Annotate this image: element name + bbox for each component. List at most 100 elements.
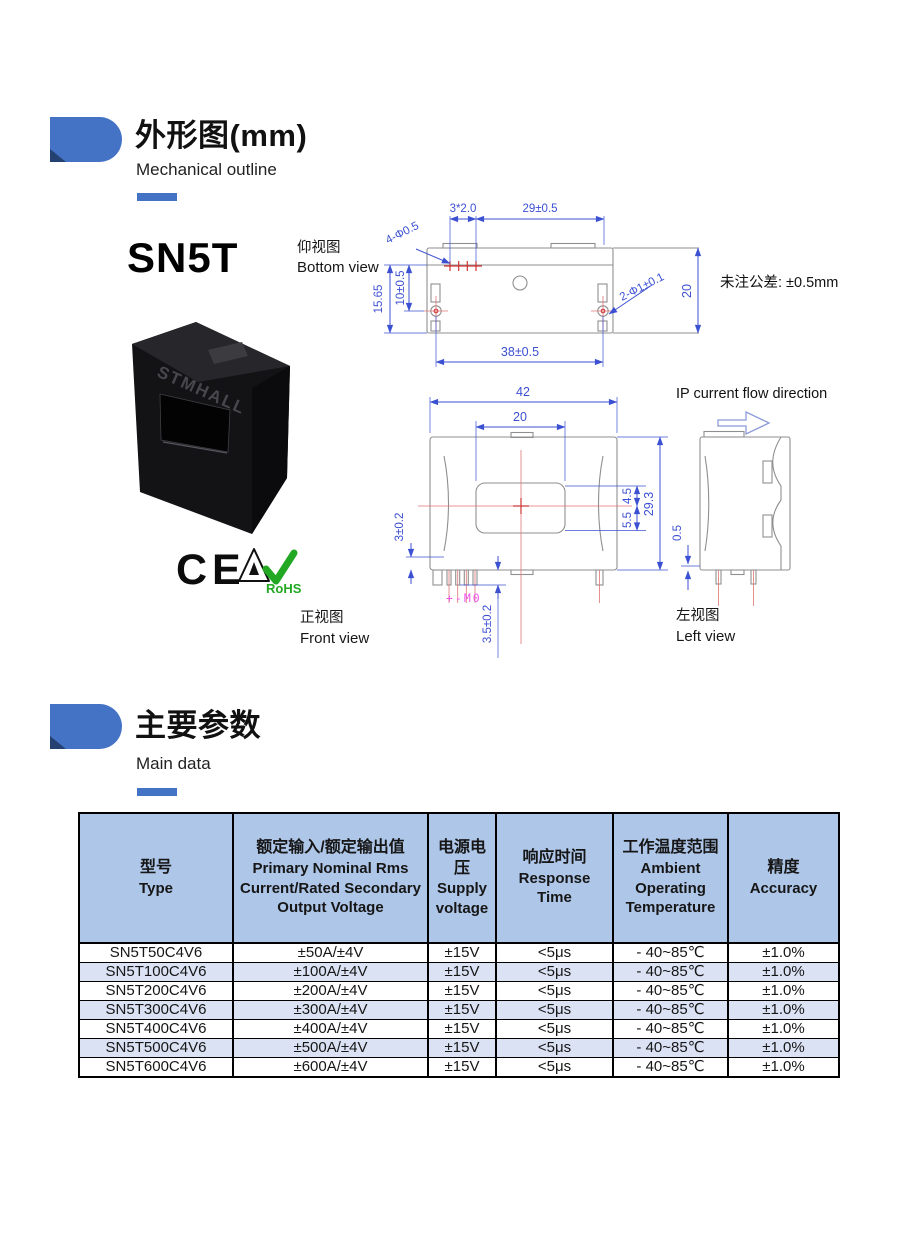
cell-temp: - 40~85℃ [612, 1038, 729, 1058]
cell-nominal: ±100A/±4V [232, 962, 429, 982]
cell-supply: ±15V [427, 1019, 497, 1039]
table-header-supply-voltage: 电源电压 Supply voltage [427, 812, 497, 944]
cell-accuracy: ±1.0% [727, 962, 840, 982]
section-subtitle-main-data: Main data [136, 754, 211, 773]
cell-nominal: ±50A/±4V [232, 942, 429, 963]
rohs-text: RoHS [266, 581, 302, 596]
left-view-label-cn: 左视图 [676, 607, 720, 624]
spec-table: 型号 Type 额定输入/额定输出值 Primary Nominal Rms C… [78, 812, 840, 1078]
dim-bv-depth: 20 [680, 284, 694, 298]
esd-triangle-icon [238, 548, 270, 582]
dim-lv-step: 0.5 [672, 525, 684, 541]
dim-bv-height: 15.65 [373, 285, 385, 314]
ce-mark: CE [176, 546, 246, 594]
table-row: SN5T600C4V6 ±600A/±4V ±15V <5μs - 40~85℃… [78, 1057, 840, 1078]
dim-fv-width: 42 [516, 385, 530, 399]
cell-nominal: ±500A/±4V [232, 1038, 429, 1058]
table-header-response-time: 响应时间 Response Time [495, 812, 614, 944]
cell-temp: - 40~85℃ [612, 1000, 729, 1020]
product-photo: STMHALL [132, 322, 290, 534]
bottom-view-label-en: Bottom view [297, 259, 379, 276]
table-row: SN5T400C4V6 ±400A/±4V ±15V <5μs - 40~85℃… [78, 1019, 840, 1039]
cell-supply: ±15V [427, 1057, 497, 1078]
dim-window-lower: 5.5 [622, 512, 634, 528]
table-header-temperature: 工作温度范围 Ambient Operating Temperature [612, 812, 729, 944]
dim-pin-dia: 4-Φ0.5 [384, 220, 421, 247]
cell-response: <5μs [495, 1019, 614, 1039]
section-accent-shape [50, 117, 122, 162]
left-view-drawing: IP current flow direction 0.5 左视图 Left v… [672, 386, 827, 645]
cell-type: SN5T300C4V6 [78, 1000, 234, 1020]
cell-supply: ±15V [427, 981, 497, 1001]
cell-temp: - 40~85℃ [612, 942, 729, 963]
accent-underline [137, 193, 177, 201]
cell-nominal: ±300A/±4V [232, 1000, 429, 1020]
table-row: SN5T50C4V6 ±50A/±4V ±15V <5μs - 40~85℃ ±… [78, 942, 840, 963]
cell-nominal: ±200A/±4V [232, 981, 429, 1001]
table-row: SN5T200C4V6 ±200A/±4V ±15V <5μs - 40~85℃… [78, 981, 840, 1001]
section-title-main-data: 主要参数 [135, 708, 261, 743]
cell-temp: - 40~85℃ [612, 1019, 729, 1039]
cell-accuracy: ±1.0% [727, 1000, 840, 1020]
photo-aperture-window [159, 393, 231, 453]
cell-supply: ±15V [427, 1038, 497, 1058]
cell-type: SN5T200C4V6 [78, 981, 234, 1001]
cell-nominal: ±400A/±4V [232, 1019, 429, 1039]
cell-accuracy: ±1.0% [727, 942, 840, 963]
dim-hole-offset: 10±0.5 [395, 270, 407, 305]
model-name: SN5T [127, 234, 239, 281]
tolerance-note: 未注公差: ±0.5mm [720, 274, 838, 291]
cell-accuracy: ±1.0% [727, 981, 840, 1001]
cell-temp: - 40~85℃ [612, 981, 729, 1001]
cell-supply: ±15V [427, 1000, 497, 1020]
table-row: SN5T100C4V6 ±100A/±4V ±15V <5μs - 40~85℃… [78, 962, 840, 982]
table-header-row: 型号 Type 额定输入/额定输出值 Primary Nominal Rms C… [78, 812, 840, 944]
front-view-drawing: +-M0 42 20 3±0.2 4.5 5.5 29.3 3.5±0.2 正视… [300, 385, 668, 658]
section-title-outline: 外形图(mm) [135, 118, 308, 153]
rohs-check-icon: RoHS [262, 549, 302, 596]
front-view-label-cn: 正视图 [300, 609, 344, 626]
dim-top-width: 29±0.5 [522, 203, 557, 215]
flow-direction-label: IP current flow direction [676, 386, 827, 402]
certification-marks: CE RoHS [176, 546, 302, 596]
bottom-view-label-cn: 仰视图 [297, 239, 341, 256]
dim-standoff: 3±0.2 [394, 513, 406, 542]
table-row: SN5T300C4V6 ±300A/±4V ±15V <5μs - 40~85℃… [78, 1000, 840, 1020]
cell-accuracy: ±1.0% [727, 1057, 840, 1078]
table-header-type: 型号 Type [78, 812, 234, 944]
cell-accuracy: ±1.0% [727, 1019, 840, 1039]
table-row: SN5T500C4V6 ±500A/±4V ±15V <5μs - 40~85℃… [78, 1038, 840, 1058]
cell-temp: - 40~85℃ [612, 1057, 729, 1078]
cell-type: SN5T600C4V6 [78, 1057, 234, 1078]
table-header-accuracy: 精度 Accuracy [727, 812, 840, 944]
photo-label-tab [208, 342, 248, 364]
pin-labels: +-M0 [446, 591, 482, 605]
accent-underline [137, 788, 177, 796]
cell-type: SN5T100C4V6 [78, 962, 234, 982]
cell-nominal: ±600A/±4V [232, 1057, 429, 1078]
table-header-nominal: 额定输入/额定输出值 Primary Nominal Rms Current/R… [232, 812, 429, 944]
cell-response: <5μs [495, 1038, 614, 1058]
cell-response: <5μs [495, 981, 614, 1001]
cell-supply: ±15V [427, 962, 497, 982]
cell-accuracy: ±1.0% [727, 1038, 840, 1058]
dim-window-upper: 4.5 [622, 488, 634, 504]
section-subtitle-outline: Mechanical outline [136, 160, 277, 179]
cell-temp: - 40~85℃ [612, 962, 729, 982]
cell-type: SN5T500C4V6 [78, 1038, 234, 1058]
dim-pin-length: 3.5±0.2 [482, 605, 494, 643]
dim-window-width: 20 [513, 410, 527, 424]
dim-fv-height: 29.3 [642, 492, 656, 516]
cell-type: SN5T400C4V6 [78, 1019, 234, 1039]
mechanical-outline-drawing: STMHALL CE RoHS 仰视图 Bottom view [132, 203, 838, 658]
cell-response: <5μs [495, 962, 614, 982]
front-view-label-en: Front view [300, 630, 369, 647]
cell-response: <5μs [495, 942, 614, 963]
cell-type: SN5T50C4V6 [78, 942, 234, 963]
flow-arrow-icon [717, 410, 771, 436]
cell-supply: ±15V [427, 942, 497, 963]
bottom-view-drawing: 仰视图 Bottom view 3*2.0 29±0. [297, 203, 838, 367]
cell-response: <5μs [495, 1000, 614, 1020]
dim-pin-pitch: 3*2.0 [450, 203, 477, 215]
cell-response: <5μs [495, 1057, 614, 1078]
